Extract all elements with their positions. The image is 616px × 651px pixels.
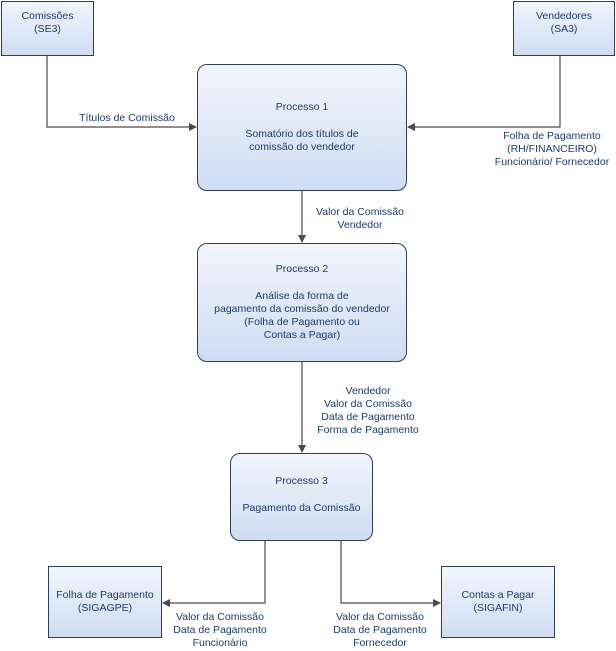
processo1-title: Processo 1 (275, 101, 329, 113)
processo2-title: Processo 2 (275, 263, 329, 275)
edge-vendedores-to-processo1 (407, 56, 561, 131)
edge-processo3-to-folha (162, 541, 266, 607)
comissoes-box: Comissões (SE3) (1, 1, 94, 56)
comissoes-name: Comissões (21, 10, 74, 22)
processo3-title: Processo 3 (275, 475, 328, 487)
edge-label-titulos-comissao: Títulos de Comissão (79, 112, 175, 124)
folha-pagamento-name: Folha de Pagamento (56, 589, 154, 601)
edge-label-processo3-to-contas: Valor da Comissão Data de Pagamento Forn… (333, 611, 427, 649)
edge-label-processo3-to-folha: Valor da Comissão Data de Pagamento Func… (173, 611, 267, 649)
processo3-description: Pagamento da Comissão (242, 502, 361, 514)
vendedores-code: (SA3) (550, 23, 578, 35)
comissoes-code: (SE3) (34, 23, 61, 35)
processo2-box: Processo 2 Análise da forma de pagamento… (197, 243, 407, 362)
contas-pagar-name: Contas a Pagar (461, 589, 535, 601)
vendedores-name: Vendedores (535, 10, 593, 22)
vendedores-box: Vendedores (SA3) (513, 1, 615, 56)
contas-pagar-box: Contas a Pagar (SIGAFIN) (441, 566, 555, 638)
processo1-box: Processo 1 Somatório dos títulos de comi… (197, 64, 407, 191)
edge-processo3-to-contas (340, 541, 441, 607)
contas-pagar-code: (SIGAFIN) (473, 602, 523, 614)
folha-pagamento-code: (SIGAGPE) (77, 602, 133, 614)
processo2-description: Análise da forma de pagamento da comissã… (214, 290, 390, 341)
processo3-box: Processo 3 Pagamento da Comissão (230, 453, 373, 541)
processo1-description: Somatório dos títulos de comissão do ven… (245, 128, 359, 153)
edge-label-processo2-to-processo3: Vendedor Valor da Comissão Data de Pagam… (317, 385, 419, 436)
edge-label-vendedores-to-processo1: Folha de Pagamento (RH/FINANCEIRO) Funci… (494, 130, 610, 168)
edge-label-processo1-to-processo2: Valor da Comissão Vendedor (316, 206, 404, 231)
folha-pagamento-box: Folha de Pagamento (SIGAGPE) (48, 566, 162, 638)
